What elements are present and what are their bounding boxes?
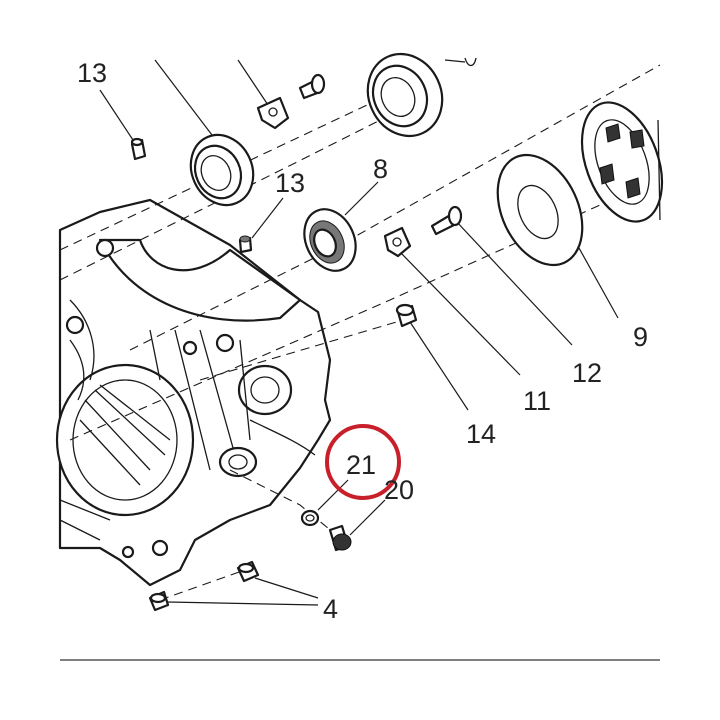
callout-label-20: 20 xyxy=(384,475,414,505)
thrust-washer-9 xyxy=(496,153,584,267)
retaining-plate-upper xyxy=(256,96,290,130)
oil-seal-upper xyxy=(189,133,255,207)
dowel-4-a xyxy=(236,560,260,583)
highlight-circle xyxy=(325,424,401,500)
screw-20 xyxy=(328,524,352,552)
dowel-14 xyxy=(395,303,418,328)
callout-label-11: 11 xyxy=(523,386,551,416)
callout-label-13-lower: 13 xyxy=(275,168,305,198)
clip-top xyxy=(464,57,477,67)
screw-12 xyxy=(430,205,463,236)
bearing-upper xyxy=(366,52,444,138)
dowel-pin-13-lower xyxy=(238,235,253,254)
callout-label-12: 12 xyxy=(572,358,602,388)
crankcase-half xyxy=(55,198,332,587)
callout-label-9: 9 xyxy=(633,322,648,352)
retaining-plate-11 xyxy=(383,226,412,258)
roller-bearing xyxy=(580,101,664,223)
callout-label-14: 14 xyxy=(466,419,496,449)
oil-seal-8 xyxy=(303,208,357,272)
dowel-4-b xyxy=(148,590,170,612)
o-ring-21 xyxy=(300,509,320,527)
callout-label-21: 21 xyxy=(346,450,376,480)
callout-label-8: 8 xyxy=(373,154,388,184)
screw-upper xyxy=(298,73,326,100)
dowel-pin-13-upper xyxy=(130,137,147,161)
callout-label-4: 4 xyxy=(323,594,338,624)
callout-label-13-upper: 13 xyxy=(77,58,107,88)
